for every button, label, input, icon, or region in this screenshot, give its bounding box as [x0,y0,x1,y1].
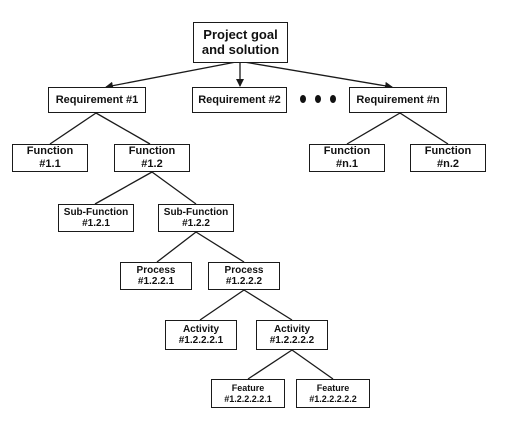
node-process-1-2-2-2: Process #1.2.2.2 [208,262,280,290]
node-feature-1-2-2-2-2-2-line1: Feature [316,383,350,394]
node-subfunction-1-2-2-line2: #1.2.2 [182,218,210,229]
node-feature-1-2-2-2-2-2: Feature #1.2.2.2.2.2 [296,379,370,408]
node-subfunction-1-2-1-line2: #1.2.1 [82,218,110,229]
edge-p1222-a12222 [243,289,293,321]
node-function-n-2-line1: Function [424,145,472,158]
node-process-1-2-2-2-line2: #1.2.2.2 [225,276,263,287]
node-requirement-2: Requirement #2 [192,87,287,113]
edge-root-reqn [243,61,393,90]
edge-sf122-p1222 [195,231,245,263]
node-process-1-2-2-1-line2: #1.2.2.1 [137,276,175,287]
edge-f12-sf122 [151,171,197,205]
node-function-1-1: Function #1.1 [12,144,88,172]
node-function-n-2: Function #n.2 [410,144,486,172]
node-activity-1-2-2-2-1: Activity #1.2.2.2.1 [165,320,237,350]
edge-reqn-fn1 [346,112,401,145]
node-function-1-1-line1: Function [26,145,74,158]
node-requirement-1: Requirement #1 [48,87,146,113]
node-process-1-2-2-1: Process #1.2.2.1 [120,262,192,290]
node-function-1-2-line1: Function [128,145,176,158]
node-subfunction-1-2-2-line1: Sub-Function [163,206,229,218]
ellipsis-dot-2 [315,95,321,103]
node-process-1-2-2-2-line1: Process [224,264,264,276]
node-feature-1-2-2-2-2-1-line1: Feature [231,383,265,394]
node-activity-1-2-2-2-2: Activity #1.2.2.2.2 [256,320,328,350]
node-feature-1-2-2-2-2-1-line2: #1.2.2.2.2.1 [224,393,272,404]
node-requirement-n: Requirement #n [349,87,447,113]
node-requirement-2-label: Requirement #2 [198,93,281,106]
node-requirement-n-label: Requirement #n [356,93,440,106]
node-activity-1-2-2-2-2-line2: #1.2.2.2.2 [269,335,315,346]
node-subfunction-1-2-1-line1: Sub-Function [63,206,129,218]
edge-req1-f12 [95,112,151,145]
ellipsis-dot-1 [300,95,306,103]
node-function-1-2-line2: #1.2 [141,158,163,170]
ellipsis-dot-3 [330,95,336,103]
node-function-n-1-line2: #n.1 [335,158,358,170]
node-activity-1-2-2-2-2-line1: Activity [273,323,311,335]
node-feature-1-2-2-2-2-1: Feature #1.2.2.2.2.1 [211,379,285,408]
node-root-line2: and solution [201,41,280,57]
edge-f12-sf121 [94,171,153,205]
node-requirement-1-label: Requirement #1 [55,93,139,106]
node-subfunction-1-2-1: Sub-Function #1.2.1 [58,204,134,232]
node-function-n-1-line1: Function [323,145,371,158]
edge-sf122-p1221 [156,231,197,263]
node-function-n-1: Function #n.1 [309,144,385,172]
node-function-n-2-line2: #n.2 [436,158,459,170]
node-root-line1: Project goal [203,26,278,42]
edge-reqn-fn2 [399,112,449,145]
edge-root-req1 [105,61,237,90]
node-process-1-2-2-1-line1: Process [136,264,176,276]
edge-a12222-ft2 [291,349,334,380]
node-feature-1-2-2-2-2-2-line2: #1.2.2.2.2.2 [309,393,357,404]
edge-p1222-a12221 [199,289,245,321]
edge-req1-f11 [49,112,97,145]
node-activity-1-2-2-2-1-line1: Activity [182,323,220,335]
node-activity-1-2-2-2-1-line2: #1.2.2.2.1 [178,335,224,346]
node-subfunction-1-2-2: Sub-Function #1.2.2 [158,204,234,232]
node-function-1-2: Function #1.2 [114,144,190,172]
node-function-1-1-line2: #1.1 [39,158,61,170]
node-root: Project goal and solution [193,22,288,63]
edge-a12222-ft1 [247,349,293,380]
